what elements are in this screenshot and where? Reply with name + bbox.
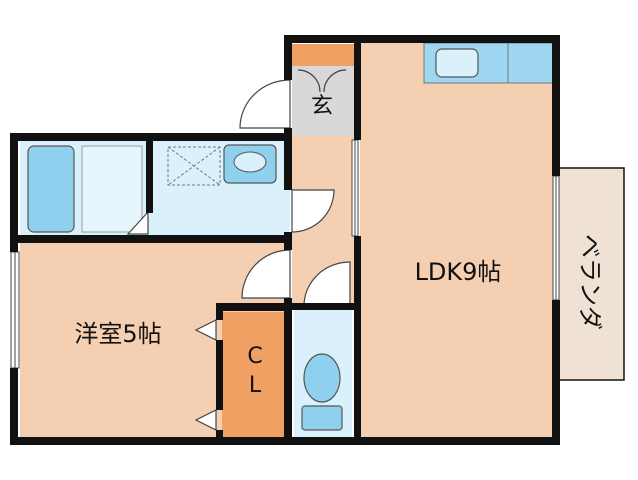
- closet-floor: [222, 312, 288, 440]
- kitchen-sink-icon: [435, 48, 479, 78]
- toilet-icon: [303, 353, 341, 403]
- closet-label-line1: C: [247, 344, 262, 369]
- entrance-floor: [292, 66, 354, 136]
- closet-label-line2: L: [249, 373, 262, 398]
- entrance-label: 玄: [311, 94, 333, 119]
- shoe-cabinet: [292, 44, 354, 66]
- bathroom-wall-panel: [81, 145, 143, 233]
- bathtub-icon: [27, 145, 75, 233]
- washroom-door-icon: [291, 189, 335, 233]
- western-room-door-icon: [241, 249, 291, 299]
- ldk-floor: [360, 40, 555, 440]
- western-room-label: 洋室5帖: [74, 320, 161, 348]
- front-door-icon: [239, 79, 291, 129]
- closet-door-icon-upper: [194, 319, 217, 341]
- entrance-closet-door-icon: [297, 69, 347, 93]
- closet-door-icon-lower: [194, 409, 217, 431]
- washing-machine-space-icon: [167, 146, 221, 186]
- walls: [10, 35, 560, 445]
- fixtures: [27, 42, 555, 431]
- doors: [126, 69, 351, 431]
- ldk-label: LDK9帖: [415, 258, 502, 286]
- veranda-label: ベランダ: [576, 234, 604, 330]
- labels: 玄 LDK9帖 洋室5帖 C L ベランダ: [74, 94, 604, 398]
- bathroom-door-icon: [126, 210, 149, 235]
